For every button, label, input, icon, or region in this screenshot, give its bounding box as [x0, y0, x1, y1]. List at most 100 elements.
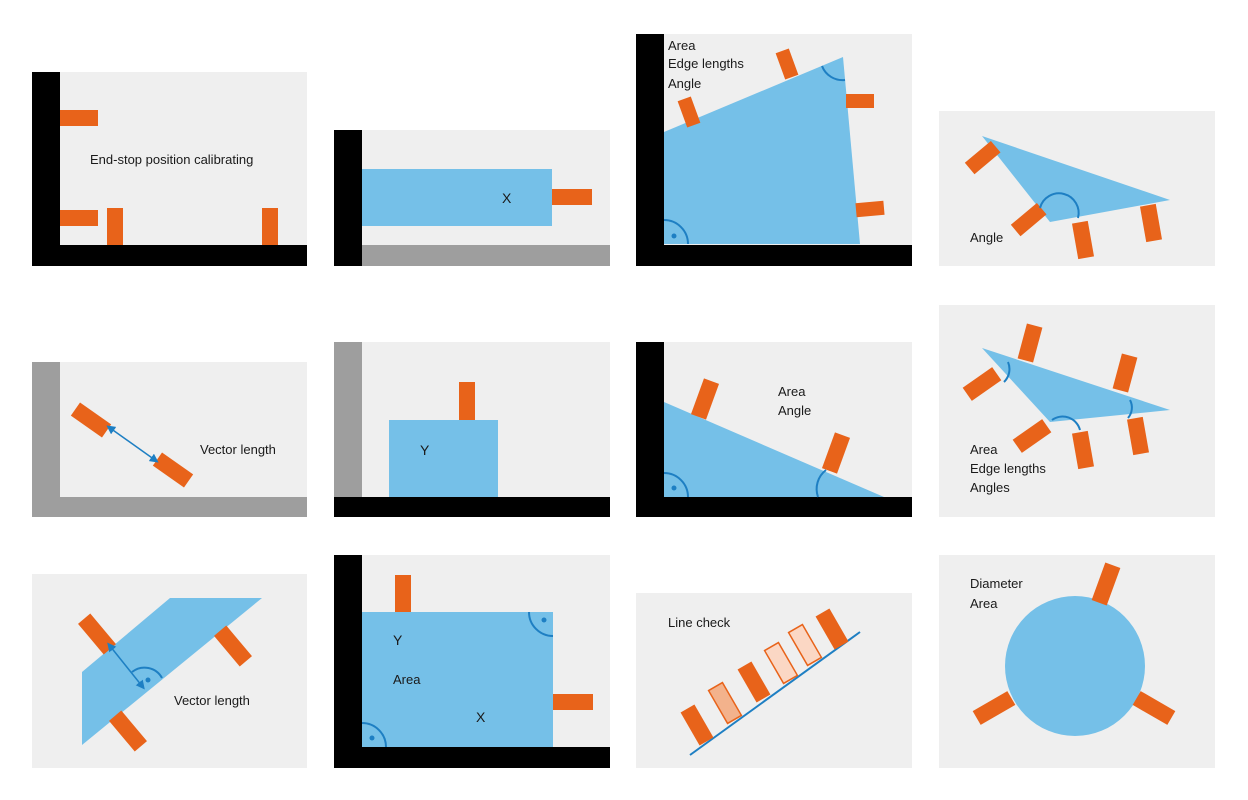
wall-bottom	[32, 245, 307, 266]
panel-label: Area	[393, 672, 421, 687]
wall-left	[32, 72, 60, 266]
sensor	[1132, 691, 1176, 725]
wall-left	[32, 362, 60, 517]
panel-label: Vector length	[200, 442, 276, 457]
sensor	[459, 382, 475, 420]
panel-line-check: Line check	[636, 593, 912, 768]
angle-arc	[131, 666, 163, 679]
sensor	[553, 694, 593, 710]
vector-arrow	[106, 425, 159, 463]
wall-left	[334, 130, 362, 266]
sensor	[1139, 203, 1163, 243]
workpiece	[982, 136, 1170, 222]
workpiece	[664, 57, 860, 244]
panel-label: Area	[778, 384, 806, 399]
wall-bottom	[362, 245, 610, 266]
sensor	[775, 48, 799, 80]
right-angle-dot	[145, 677, 151, 683]
angle-arc	[1127, 399, 1133, 419]
sensor-ghost	[707, 681, 743, 725]
sensor	[846, 94, 874, 108]
panel-label: Angle	[970, 230, 1003, 245]
sensor	[964, 140, 1001, 175]
sensor	[1012, 419, 1052, 453]
sensor	[109, 710, 147, 752]
wall-left	[636, 342, 664, 517]
sensor	[1017, 323, 1043, 363]
panel-vector-length-2: Vector length	[32, 574, 307, 768]
right-angle-dot	[369, 735, 375, 741]
wall-bottom	[636, 497, 912, 517]
sensor	[962, 367, 1002, 401]
sensor	[1010, 202, 1047, 237]
sensor	[680, 704, 714, 746]
panel-xy-area: Y Area X	[334, 555, 610, 768]
panel-endstop: End-stop position calibrating	[32, 72, 307, 266]
wall-bottom	[32, 497, 307, 517]
sensor	[1071, 430, 1095, 470]
panel-label: Diameter	[970, 576, 1023, 591]
angle-arc	[663, 219, 689, 245]
angle-arc	[815, 469, 827, 498]
panel-label: Vector length	[174, 693, 250, 708]
sensor	[78, 613, 116, 655]
panel-y-measure: Y	[334, 342, 610, 517]
workpiece	[982, 348, 1170, 422]
axis-label-x: X	[502, 190, 512, 206]
panel-triangle-free: Area Edge lengths Angles	[939, 305, 1215, 517]
sensor	[690, 378, 720, 420]
reference-line	[689, 631, 861, 756]
workpiece	[389, 420, 498, 497]
workpiece	[664, 402, 884, 497]
sensor	[1091, 562, 1121, 606]
angle-arc	[1003, 361, 1011, 383]
panel-triangle-angle: Angle	[939, 111, 1215, 266]
vector-arrow	[107, 642, 145, 690]
panel-label: Edge lengths	[970, 461, 1046, 476]
panel-label: Angle	[778, 403, 811, 418]
panel-quad-corner: Area Edge lengths Angle	[636, 34, 912, 266]
panel-label: Area	[970, 442, 998, 457]
panel-label: End-stop position calibrating	[90, 152, 253, 167]
panel-triangle-corner: Area Angle	[636, 342, 912, 517]
sensor	[855, 200, 885, 218]
panel-label: Area	[970, 596, 998, 611]
sensor	[262, 208, 278, 245]
sensor	[972, 691, 1016, 725]
sensor	[107, 208, 123, 245]
panel-label: Edge lengths	[668, 56, 744, 71]
sensor	[815, 608, 849, 650]
sensor	[1112, 353, 1138, 393]
sensor	[677, 96, 701, 128]
axis-label-x: X	[476, 709, 486, 725]
wall-bottom	[334, 497, 610, 517]
sensor	[395, 575, 411, 612]
sensor	[821, 432, 851, 474]
sensor	[1126, 416, 1150, 456]
sensor	[70, 402, 112, 438]
sensor	[737, 661, 771, 703]
sensor	[552, 189, 592, 205]
sensor	[214, 625, 252, 667]
workpiece-circle	[1005, 596, 1145, 736]
axis-label-y: Y	[393, 632, 403, 648]
angle-arc	[528, 611, 554, 637]
angle-arc	[1039, 192, 1080, 219]
wall-left	[334, 555, 362, 768]
angle-arc	[361, 722, 387, 748]
sensor	[1071, 220, 1095, 260]
angle-arc	[1051, 415, 1081, 431]
workpiece	[362, 169, 552, 226]
angle-arc	[821, 65, 846, 82]
wall-bottom	[636, 245, 912, 266]
wall-left	[636, 34, 664, 266]
panel-label: Angles	[970, 480, 1010, 495]
sensor-ghost	[787, 623, 823, 667]
panel-label: Area	[668, 38, 696, 53]
right-angle-dot	[671, 485, 677, 491]
panel-vector-length-1: Vector length	[32, 362, 307, 517]
workpiece	[362, 612, 553, 747]
panel-label: Line check	[668, 615, 731, 630]
panel-circle: Diameter Area	[939, 555, 1215, 768]
sensor-ghost	[763, 641, 799, 685]
